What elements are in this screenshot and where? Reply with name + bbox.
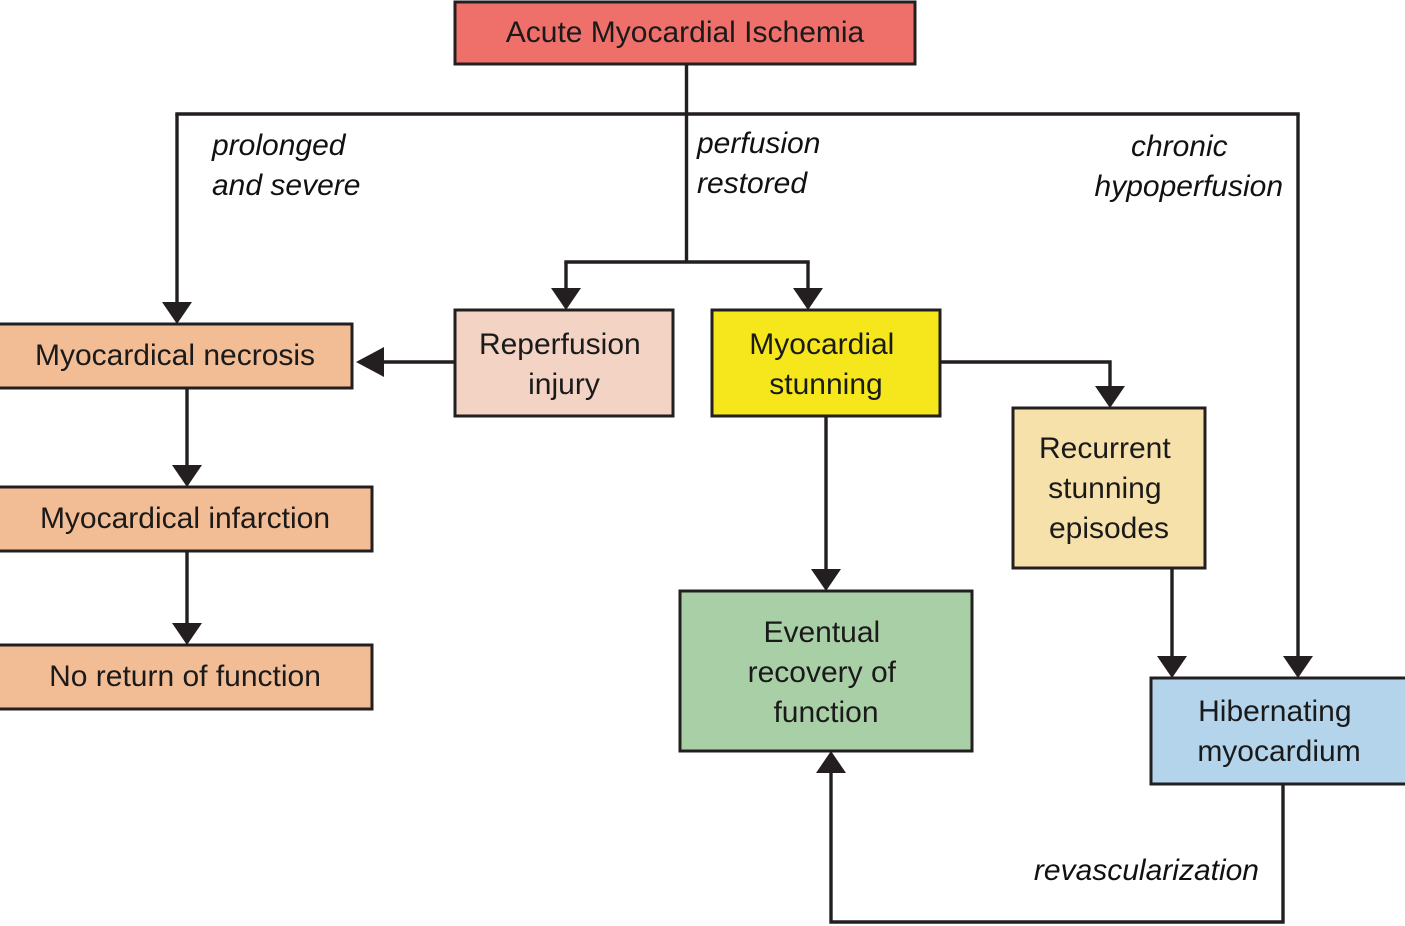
node-reperfusion-injury[interactable]: Reperfusion injury bbox=[453, 308, 675, 418]
node-myocardial-stunning[interactable]: Myocardial stunning bbox=[710, 308, 942, 418]
connector-stunning-to-recurrent bbox=[940, 360, 1112, 390]
node-box-recurrent-stunning-episodes[interactable] bbox=[1011, 406, 1207, 570]
arrowhead-stunning-to-recurrent bbox=[1095, 386, 1125, 408]
arrowhead-stunning-to-recovery bbox=[811, 569, 841, 591]
node-label-myocardical-infarction: Myocardical infarction bbox=[40, 502, 330, 535]
arrowhead-infarction-to-no-return bbox=[172, 623, 202, 645]
arrowhead-necrosis-to-infarction bbox=[172, 465, 202, 487]
node-label-myocardial-stunning: Myocardial stunning bbox=[749, 328, 902, 401]
arrowhead-chronic-to-hibernating bbox=[1283, 656, 1313, 678]
node-box-no-return-of-function[interactable] bbox=[0, 643, 374, 711]
edge-label-revascularization: revascularization bbox=[1034, 854, 1259, 887]
node-box-myocardical-infarction[interactable] bbox=[0, 485, 374, 553]
nodes-layer: Acute Myocardial Ischemia Myocardical ne… bbox=[0, 0, 1405, 786]
arrowhead-revascularization-to-recovery bbox=[816, 751, 846, 773]
edge-labels-layer: prolonged and severe perfusion restored … bbox=[211, 127, 1283, 887]
node-no-return-of-function[interactable]: No return of function bbox=[0, 643, 374, 711]
node-label-hibernating-myocardium: Hibernating myocardium bbox=[1197, 695, 1360, 768]
node-label-no-return-of-function: No return of function bbox=[49, 660, 321, 693]
edge-label-perfusion-restored: perfusion restored bbox=[696, 127, 829, 200]
node-label-recurrent-stunning-episodes: Recurrent stunning episodes bbox=[1039, 432, 1179, 545]
node-label-acute-myocardial-ischemia: Acute Myocardial Ischemia bbox=[506, 16, 865, 49]
arrowhead-to-necrosis bbox=[162, 302, 192, 324]
connectors-layer bbox=[162, 64, 1313, 924]
node-box-acute-myocardial-ischemia[interactable] bbox=[453, 0, 917, 66]
node-eventual-recovery-of-function[interactable]: Eventual recovery of function bbox=[678, 589, 974, 753]
node-box-reperfusion-injury[interactable] bbox=[453, 308, 675, 418]
arrowhead-recurrent-to-hibernating bbox=[1157, 656, 1187, 678]
node-hibernating-myocardium[interactable]: Hibernating myocardium bbox=[1149, 676, 1405, 786]
node-label-myocardical-necrosis: Myocardical necrosis bbox=[35, 339, 315, 372]
node-acute-myocardial-ischemia[interactable]: Acute Myocardial Ischemia bbox=[453, 0, 917, 66]
node-box-hibernating-myocardium[interactable] bbox=[1149, 676, 1405, 786]
arrowhead-reperfusion-to-necrosis bbox=[356, 347, 384, 377]
edge-label-prolonged-and-severe: prolonged and severe bbox=[211, 129, 360, 202]
node-box-eventual-recovery-of-function[interactable] bbox=[678, 589, 974, 753]
node-label-reperfusion-injury: Reperfusion injury bbox=[479, 328, 649, 401]
node-box-myocardial-stunning[interactable] bbox=[710, 308, 942, 418]
connector-revascularization-loop bbox=[829, 769, 1285, 924]
node-box-myocardical-necrosis[interactable] bbox=[0, 322, 354, 390]
node-myocardical-infarction[interactable]: Myocardical infarction bbox=[0, 485, 374, 553]
node-label-eventual-recovery-of-function: Eventual recovery of function bbox=[748, 616, 905, 729]
node-myocardical-necrosis[interactable]: Myocardical necrosis bbox=[0, 322, 354, 390]
edge-label-chronic-hypoperfusion: chronic hypoperfusion bbox=[1095, 130, 1283, 203]
arrowhead-to-myocardial-stunning bbox=[793, 288, 823, 310]
arrowhead-to-reperfusion-injury bbox=[551, 288, 581, 310]
node-recurrent-stunning-episodes[interactable]: Recurrent stunning episodes bbox=[1011, 406, 1207, 570]
